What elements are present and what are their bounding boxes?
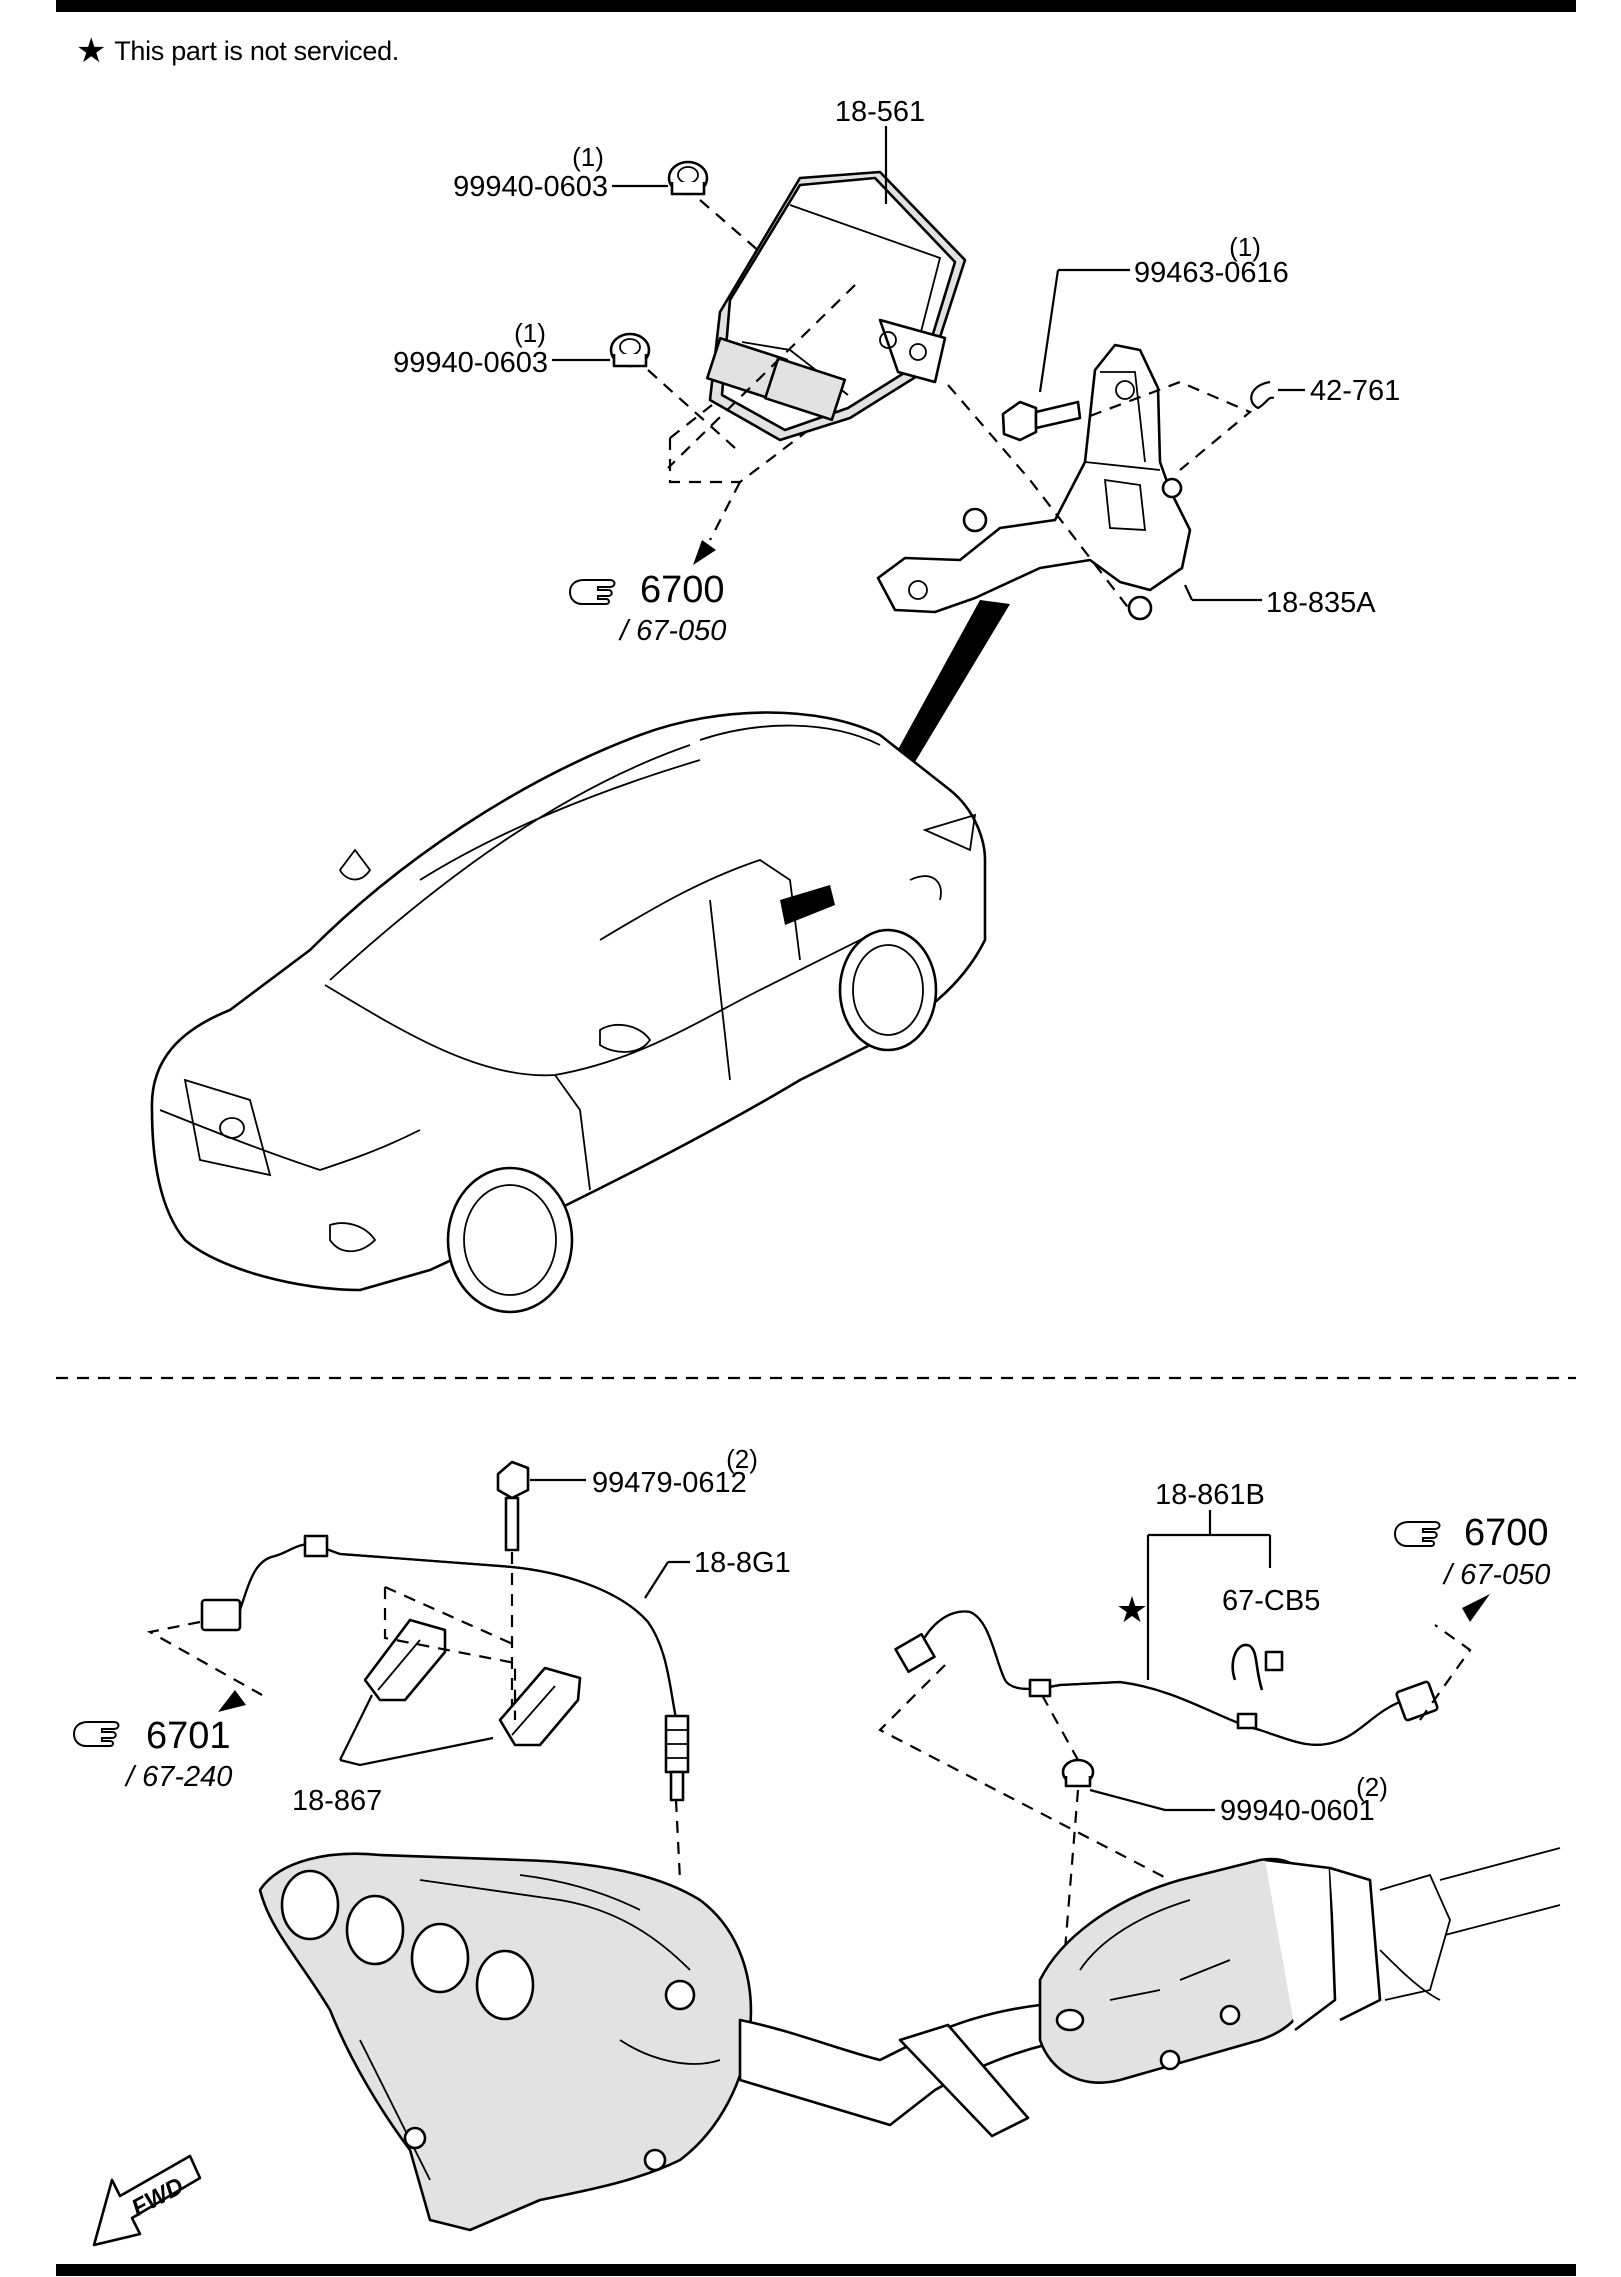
- bottom-left-guides: [146, 1552, 682, 1881]
- label-ref-right: 6700: [1464, 1512, 1549, 1554]
- exhaust-pipe: [738, 1847, 1561, 2138]
- module-bracket: [876, 343, 1192, 621]
- star-icon: ★: [76, 32, 107, 70]
- label-bracket: 18-835A: [1266, 587, 1376, 619]
- star-icon: ★: [1116, 1589, 1148, 1630]
- label-ref-top-sub: / 67-050: [618, 615, 726, 647]
- label-nut-mid-qty: (1): [514, 318, 546, 348]
- label-nut-harness-qty: (2): [1356, 1772, 1388, 1802]
- label-nut-harness: 99940-0601: [1220, 1795, 1375, 1827]
- label-sensor-clip: 18-867: [292, 1785, 382, 1817]
- label-bolt-bracket-qty: (1): [1229, 232, 1261, 262]
- label-nut-top-qty: (1): [572, 142, 604, 172]
- harness-leaders: [1146, 1510, 1272, 1680]
- top-leaders: [552, 126, 1305, 602]
- label-module: 18-561: [835, 96, 925, 128]
- bracket-bolt: [1001, 400, 1082, 442]
- label-nut-top: 99940-0603: [453, 171, 608, 203]
- label-bolt-sensor-qty: (2): [726, 1444, 758, 1474]
- label-ref-right-sub: / 67-050: [1442, 1559, 1550, 1591]
- label-sensor-front: 18-8G1: [694, 1547, 791, 1579]
- front-sensor-harness: [200, 1534, 690, 1802]
- exhaust-manifold: [258, 1852, 753, 2232]
- label-bolt-bracket: 99463-0616: [1134, 257, 1289, 289]
- top-dashed-guides: [647, 199, 1253, 611]
- arrow-head-top: [693, 540, 716, 565]
- leader-sensor-front: [644, 1561, 669, 1599]
- rear-harness: [894, 1610, 1439, 1746]
- label-ref-top: 6700: [640, 569, 725, 611]
- car-illustration: [150, 711, 987, 1314]
- leader-sensor-clip: [339, 1694, 494, 1767]
- fwd-arrow-icon: [92, 2154, 202, 2247]
- label-ref-left-sub: / 67-240: [124, 1761, 232, 1793]
- bottom-border: [56, 2264, 1576, 2276]
- clip: [1250, 380, 1275, 410]
- label-ref-left: 6701: [146, 1715, 231, 1757]
- label-harness-clip: 67-CB5: [1222, 1585, 1320, 1617]
- leader-harness-nut: [1089, 1788, 1215, 1812]
- harness-nut: [1061, 1758, 1095, 1788]
- sensor-bolt: [496, 1460, 530, 1552]
- label-nut-mid: 99940-0603: [393, 347, 548, 379]
- arrow-head-right: [1462, 1594, 1490, 1622]
- label-clip: 42-761: [1310, 375, 1400, 407]
- control-module: [705, 170, 967, 442]
- nut-mid: [609, 332, 651, 368]
- arrow-head-left: [218, 1690, 246, 1712]
- not-serviced-note: ★ This part is not serviced.: [76, 34, 399, 68]
- note-text: This part is not serviced.: [114, 35, 399, 66]
- nut-top: [667, 160, 709, 196]
- top-border: [56, 0, 1576, 12]
- sensor-clips: [363, 1618, 582, 1747]
- label-bolt-sensor: 99479-0612: [592, 1467, 747, 1499]
- label-harness: 18-861B: [1155, 1479, 1265, 1511]
- bottom-right-guides: [878, 1624, 1472, 1951]
